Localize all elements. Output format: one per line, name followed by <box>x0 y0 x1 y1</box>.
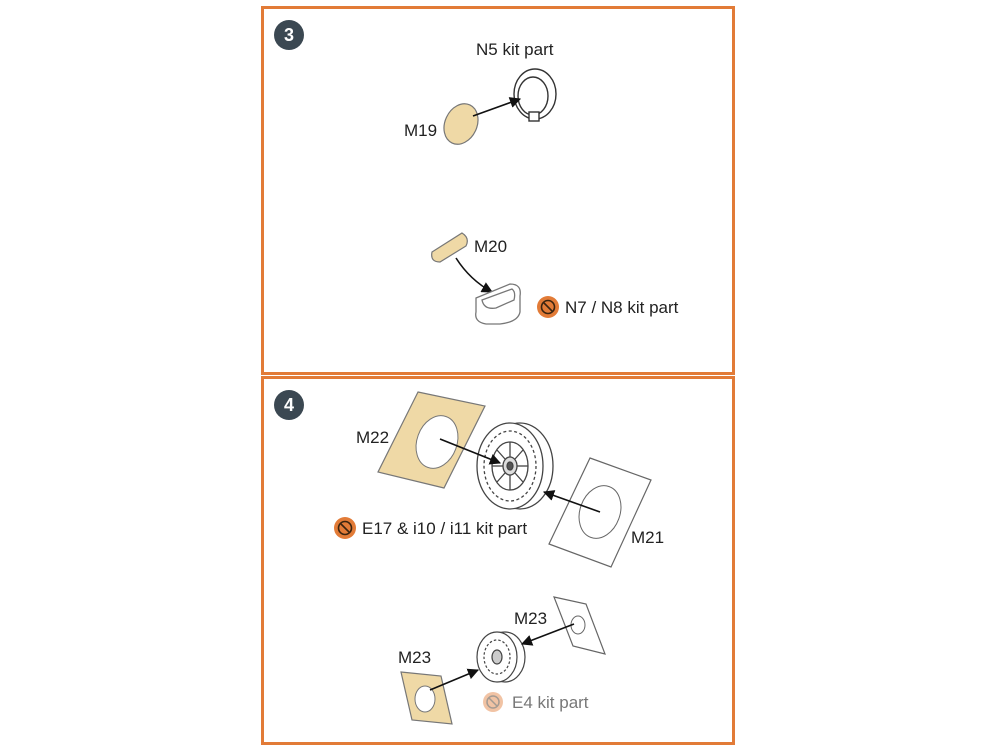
label-m23-top: M23 <box>514 609 548 628</box>
m21-arrow <box>542 490 601 513</box>
label-m23-left: M23 <box>398 648 432 667</box>
main-wheel-drawing <box>476 422 554 510</box>
m22-mask <box>377 391 486 489</box>
remove-part-icon <box>334 517 356 539</box>
m23-left-mask <box>400 671 453 725</box>
label-n7-n8-kit-part: N7 / N8 kit part <box>565 298 679 317</box>
m19-mask <box>443 103 479 145</box>
label-m19: M19 <box>404 121 438 140</box>
n5-kit-part-drawing <box>513 68 557 122</box>
label-e17-i10-i11-kit-part: E17 & i10 / i11 kit part <box>362 519 528 538</box>
remove-part-icon <box>537 296 559 318</box>
step-4-badge: 4 <box>274 390 304 420</box>
m22-arrow <box>439 438 502 465</box>
label-m20: M20 <box>474 237 508 256</box>
m21-mask <box>548 457 652 568</box>
label-m22: M22 <box>356 428 390 447</box>
tail-wheel-drawing <box>476 631 526 683</box>
m23-left-arrow <box>429 668 480 691</box>
m20-mask <box>431 232 468 263</box>
m20-arrow <box>455 257 493 293</box>
n7n8-kit-part-drawing <box>475 283 521 325</box>
step-3-badge: 3 <box>274 20 304 50</box>
m23-top-arrow <box>520 623 575 646</box>
label-m21: M21 <box>631 528 665 547</box>
m19-arrow <box>472 97 522 117</box>
label-n5-kit-part: N5 kit part <box>476 40 554 59</box>
m23-top-mask <box>553 596 606 655</box>
label-e4-kit-part: E4 kit part <box>512 693 589 712</box>
remove-part-icon <box>483 692 503 712</box>
